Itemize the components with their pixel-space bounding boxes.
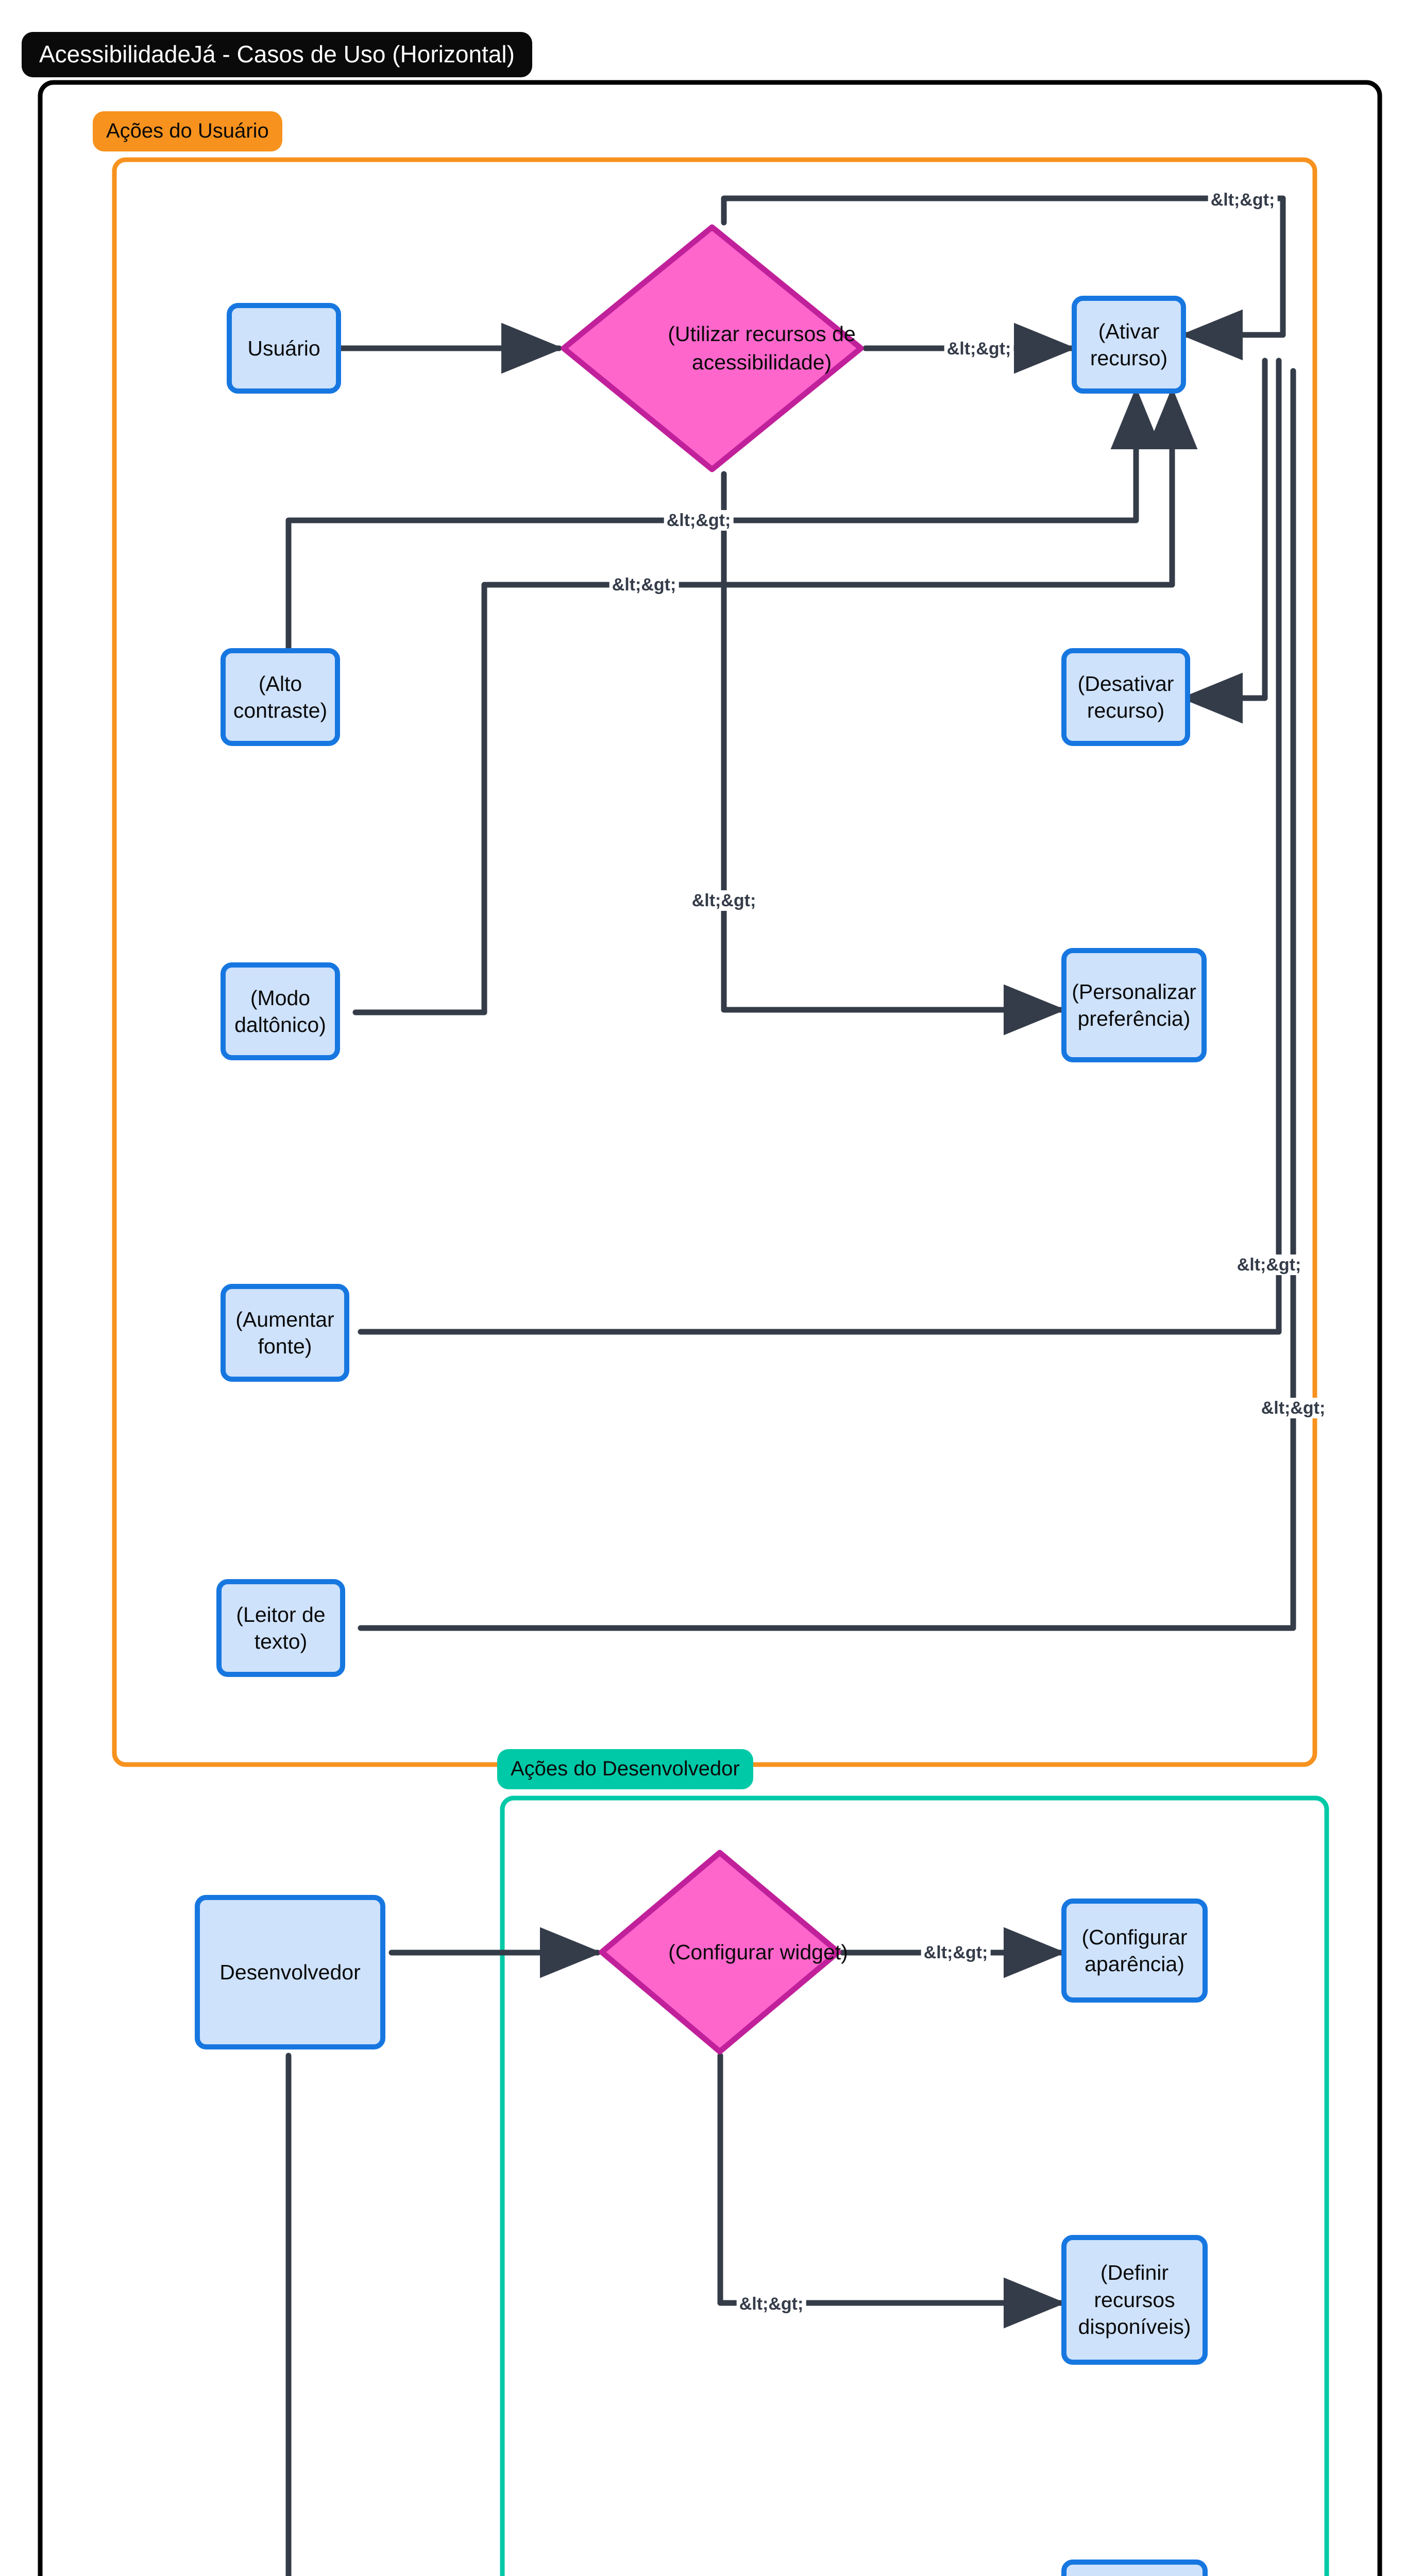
node-definir[interactable]: (Definir recursos disponíveis)	[1061, 2235, 1208, 2365]
group-label-dev: Ações do Desenvolvedor	[497, 1749, 753, 1789]
dev-group-frame	[500, 1795, 1329, 2576]
node-personalizar-label: (Personalizar preferência)	[1072, 979, 1196, 1030]
edge-label-right-1: &lt;&gt;	[1234, 1255, 1304, 1275]
node-desativar[interactable]: (Desativar recurso)	[1061, 648, 1190, 746]
node-aumentar-label: (Aumentar fonte)	[235, 1307, 334, 1358]
edge-label-mid-1: &lt;&gt;	[664, 510, 734, 531]
node-alto-contraste-label: (Alto contraste)	[233, 671, 328, 722]
node-usuario[interactable]: Usuário	[227, 303, 341, 394]
node-desenvolvedor-label: Desenvolvedor	[219, 1960, 361, 1984]
node-aparencia[interactable]: (Configurar aparência)	[1061, 1899, 1208, 2003]
edge-aumentar-ativar	[361, 361, 1283, 1332]
edge-aumentar-ativar-vis	[358, 358, 1282, 1335]
node-personalizar[interactable]: (Personalizar preferência)	[1061, 948, 1207, 1062]
node-desativar-label: (Desativar recurso)	[1077, 671, 1174, 722]
diamond-shape-configurar	[599, 1850, 841, 2055]
edge-label-center: &lt;&gt;	[689, 890, 759, 911]
edge-label-dev-ap: &lt;&gt;	[921, 1942, 991, 1963]
node-configurar[interactable]: (Configurar widget)	[598, 1849, 848, 2056]
node-definir-label: (Definir recursos disponíveis)	[1078, 2261, 1191, 2339]
node-aparencia-label: (Configurar aparência)	[1081, 1925, 1188, 1976]
node-leitor-label: (Leitor de texto)	[236, 1602, 326, 1653]
node-ativar-label: (Ativar recurso)	[1090, 319, 1168, 370]
edge-utilizar-ativar-top	[721, 195, 1286, 361]
node-utilizar-wide[interactable]: (Utilizar recursos de acessibilidade)	[559, 223, 866, 474]
edge-desenvolvedor-integrar	[285, 2053, 292, 2576]
node-desenvolvedor[interactable]: Desenvolvedor	[195, 1895, 385, 2049]
group-label-user: Ações do Usuário	[93, 111, 282, 151]
node-integrar[interactable]: (Integrar widget ao site)	[1061, 2560, 1208, 2576]
diagram-title: AcessibilidadeJá - Casos de Uso (Horizon…	[22, 32, 532, 77]
edge-label-top-right: &lt;&gt;	[1208, 190, 1278, 210]
node-aumentar[interactable]: (Aumentar fonte)	[221, 1284, 349, 1382]
node-usuario-label: Usuário	[247, 336, 320, 360]
node-leitor[interactable]: (Leitor de texto)	[216, 1579, 345, 1677]
node-daltonico-label: (Modo daltônico)	[234, 986, 326, 1037]
edge-daltonico-ativar	[352, 387, 1198, 1015]
outer-frame	[38, 80, 1382, 2576]
edge-label-right-2: &lt;&gt;	[1258, 1398, 1328, 1418]
edge-label-util-ativar: &lt;&gt;	[944, 338, 1014, 359]
diamond-shape-wide	[561, 224, 864, 472]
node-ativar[interactable]: (Ativar recurso)	[1072, 296, 1186, 394]
node-daltonico[interactable]: (Modo daltônico)	[221, 962, 340, 1060]
edge-desativar-feed	[1180, 358, 1268, 724]
edge-label-dev-def: &lt;&gt;	[736, 2294, 806, 2314]
edge-utilizar-personalizar	[721, 471, 1066, 1036]
edge-leitor-ativar	[358, 368, 1296, 1631]
node-alto-contraste[interactable]: (Alto contraste)	[221, 648, 340, 746]
edge-configurar-definir	[717, 2053, 1066, 2329]
edge-label-mid-2: &lt;&gt;	[609, 574, 679, 595]
